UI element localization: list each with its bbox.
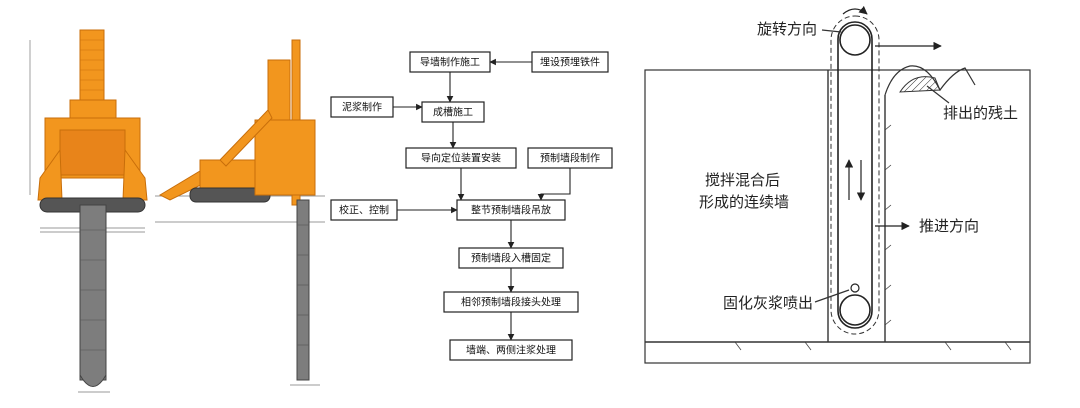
flow-node-label: 成槽施工 [433, 106, 473, 119]
flow-node-box [421, 101, 485, 123]
flow-node-label: 导向定位装置安装 [421, 152, 501, 165]
flow-node-n8: 整节预制墙段吊放 [456, 199, 566, 221]
flow-node-label: 导墙制作施工 [420, 56, 480, 69]
process-flowchart-panel: 导墙制作施工 埋设预埋铁件泥浆制作 成槽施工导向定位装置安装 预制墙段制作校正、控制 整… [325, 0, 630, 408]
flow-node-box [449, 339, 573, 361]
flow-node-box [456, 199, 566, 221]
flow-node-label: 泥浆制作 [342, 101, 382, 114]
flow-node-label: 相邻预制墙段接头处理 [461, 296, 561, 309]
flow-node-n11: 墙端、两侧注浆处理 [449, 339, 573, 361]
flow-node-n7: 校正、控制 [330, 199, 398, 221]
grout-jet-label: 固化灰浆喷出 [723, 294, 813, 312]
flow-node-label: 整节预制墙段吊放 [471, 204, 551, 217]
flow-node-label: 埋设预埋铁件 [540, 56, 600, 69]
chain-belt [837, 21, 873, 329]
spoil-heap [899, 76, 941, 93]
mixing-wall-section-panel: 旋转方向 排出的残土 搅拌混合后 形成的连续墙 推进方向 固化灰浆喷出 [635, 0, 1080, 408]
flow-node-box [458, 247, 564, 269]
spoil-label: 排出的残土 [943, 104, 1018, 122]
flow-node-n4: 成槽施工 [421, 101, 485, 123]
flow-node-label: 墙端、两侧注浆处理 [466, 344, 556, 357]
flow-node-n6: 预制墙段制作 [527, 147, 613, 169]
trench-cutter-machine-drawing [29, 29, 325, 393]
flow-node-n1: 导墙制作施工 [409, 51, 491, 73]
rotation-direction-label: 旋转方向 [757, 20, 817, 38]
top-pulley [839, 24, 871, 56]
flow-node-n2: 埋设预埋铁件 [531, 51, 609, 73]
bottom-pulley [839, 294, 871, 326]
wall-label-line2: 形成的连续墙 [699, 193, 789, 211]
flow-node-box [330, 199, 398, 221]
flow-edge [537, 168, 571, 201]
advance-direction-label: 推进方向 [919, 217, 979, 235]
flow-node-box [527, 147, 613, 169]
flow-node-n9: 预制墙段入槽固定 [458, 247, 564, 269]
flow-node-box [405, 147, 517, 169]
flow-node-box [531, 51, 609, 73]
flow-node-label: 预制墙段制作 [540, 152, 600, 165]
flow-node-box [443, 291, 579, 313]
mixing-wall-section-diagram: 旋转方向 排出的残土 搅拌混合后 形成的连续墙 推进方向 固化灰浆喷出 [644, 5, 1031, 364]
flow-node-box [409, 51, 491, 73]
flow-node-n3: 泥浆制作 [330, 96, 394, 118]
flow-node-box [330, 96, 394, 118]
flow-node-label: 校正、控制 [339, 204, 389, 217]
flow-node-label: 预制墙段入槽固定 [471, 252, 551, 265]
machine-drawing-panel [0, 0, 340, 408]
wall-label-line1: 搅拌混合后 [705, 171, 780, 189]
flow-node-n5: 导向定位装置安装 [405, 147, 517, 169]
flow-node-n10: 相邻预制墙段接头处理 [443, 291, 579, 313]
